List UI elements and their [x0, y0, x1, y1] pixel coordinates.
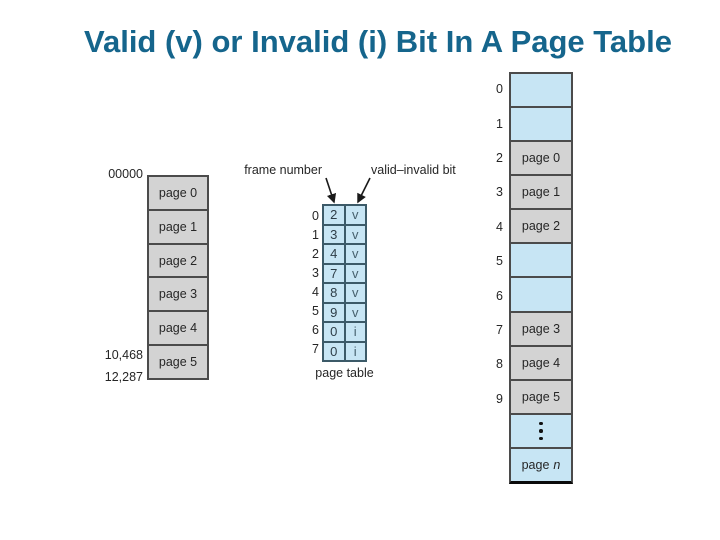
valid-bit-cell: v	[345, 303, 365, 321]
page-table-row: 4 v	[324, 245, 365, 265]
physical-memory-cell: page 4	[511, 346, 571, 381]
page-table-row: 0 i	[324, 323, 365, 343]
logical-memory-cell: page 5	[149, 346, 207, 378]
frame-index: 9	[496, 391, 503, 406]
valid-bit-cell: i	[345, 323, 365, 341]
vertical-ellipsis-icon	[539, 421, 543, 441]
valid-bit-cell: v	[345, 264, 365, 282]
page-table-index: 0	[312, 208, 319, 223]
callout-arrows-icon	[325, 177, 371, 204]
logical-memory-cell: page 4	[149, 312, 207, 347]
logical-memory-cell: page 2	[149, 244, 207, 279]
frame-index: 8	[496, 357, 503, 372]
address-label-top: 00000	[108, 167, 143, 181]
physical-memory-cell	[511, 108, 571, 143]
ellipsis-cell	[511, 414, 571, 449]
page-table-row: 0 i	[324, 342, 365, 360]
valid-bit-cell: v	[345, 245, 365, 263]
valid-bit-cell: v	[345, 206, 365, 224]
page-table-index: 7	[312, 341, 319, 356]
frame-index: 1	[496, 116, 503, 131]
frame-index: 7	[496, 323, 503, 338]
frame-index: 3	[496, 185, 503, 200]
physical-memory-cell: page 1	[511, 176, 571, 211]
frame-number-cell: 7	[324, 264, 346, 282]
valid-invalid-bit-label: valid–invalid bit	[371, 163, 456, 177]
frame-number-cell: 8	[324, 284, 346, 302]
physical-memory-cell: page 2	[511, 210, 571, 245]
logical-memory-cell: page 1	[149, 210, 207, 245]
page-n-variable: n	[553, 457, 561, 472]
frame-number-cell: 2	[324, 206, 346, 224]
frame-index: 5	[496, 254, 503, 269]
physical-memory-indices: 0 1 2 3 4 5 6 7 8 9	[475, 72, 503, 416]
frame-index: 2	[496, 151, 503, 166]
logical-memory-column: page 0 page 1 page 2 page 3 page 4 page …	[147, 175, 209, 380]
physical-memory-cell: page 5	[511, 380, 571, 415]
physical-memory-cell	[511, 244, 571, 279]
logical-memory-cell: page 3	[149, 278, 207, 313]
physical-memory-cell: page 0	[511, 142, 571, 177]
page-n-text: page	[521, 457, 550, 472]
physical-memory-column: page 0 page 1 page 2 page 3 page 4 page …	[509, 72, 573, 484]
frame-number-cell: 9	[324, 303, 346, 321]
page-n-cell: page n	[511, 448, 571, 481]
page-table-row: 8 v	[324, 284, 365, 304]
valid-bit-cell: v	[345, 284, 365, 302]
page-table-indices: 0 1 2 3 4 5 6 7	[302, 206, 319, 358]
valid-bit-cell: v	[345, 225, 365, 243]
address-label-10468: 10,468	[104, 348, 143, 362]
page-table-caption: page table	[315, 366, 374, 380]
physical-memory-cell: page 3	[511, 312, 571, 347]
page-table-row: 2 v	[324, 206, 365, 226]
physical-memory-cell	[511, 74, 571, 109]
page-table-index: 5	[312, 303, 319, 318]
page-table-index: 3	[312, 265, 319, 280]
physical-memory-cell	[511, 278, 571, 313]
page-table-row: 9 v	[324, 303, 365, 323]
frame-index: 4	[496, 219, 503, 234]
frame-number-cell: 0	[324, 323, 346, 341]
valid-bit-cell: i	[345, 342, 365, 360]
page-table-row: 7 v	[324, 264, 365, 284]
frame-number-cell: 0	[324, 342, 346, 360]
page-table-index: 4	[312, 284, 319, 299]
page-table-index: 1	[312, 227, 319, 242]
frame-number-cell: 4	[324, 245, 346, 263]
logical-memory-cell: page 0	[149, 177, 207, 211]
page-table-index: 6	[312, 322, 319, 337]
page-table: 2 v 3 v 4 v 7 v 8 v 9 v 0 i 0 i	[322, 204, 367, 362]
page-table-index: 2	[312, 246, 319, 261]
address-label-12287: 12,287	[104, 370, 143, 384]
frame-index: 6	[496, 288, 503, 303]
page-table-row: 3 v	[324, 225, 365, 245]
frame-index: 0	[496, 82, 503, 97]
slide-title: Valid (v) or Invalid (i) Bit In A Page T…	[84, 24, 672, 59]
frame-number-label: frame number	[244, 163, 322, 177]
frame-number-cell: 3	[324, 225, 346, 243]
